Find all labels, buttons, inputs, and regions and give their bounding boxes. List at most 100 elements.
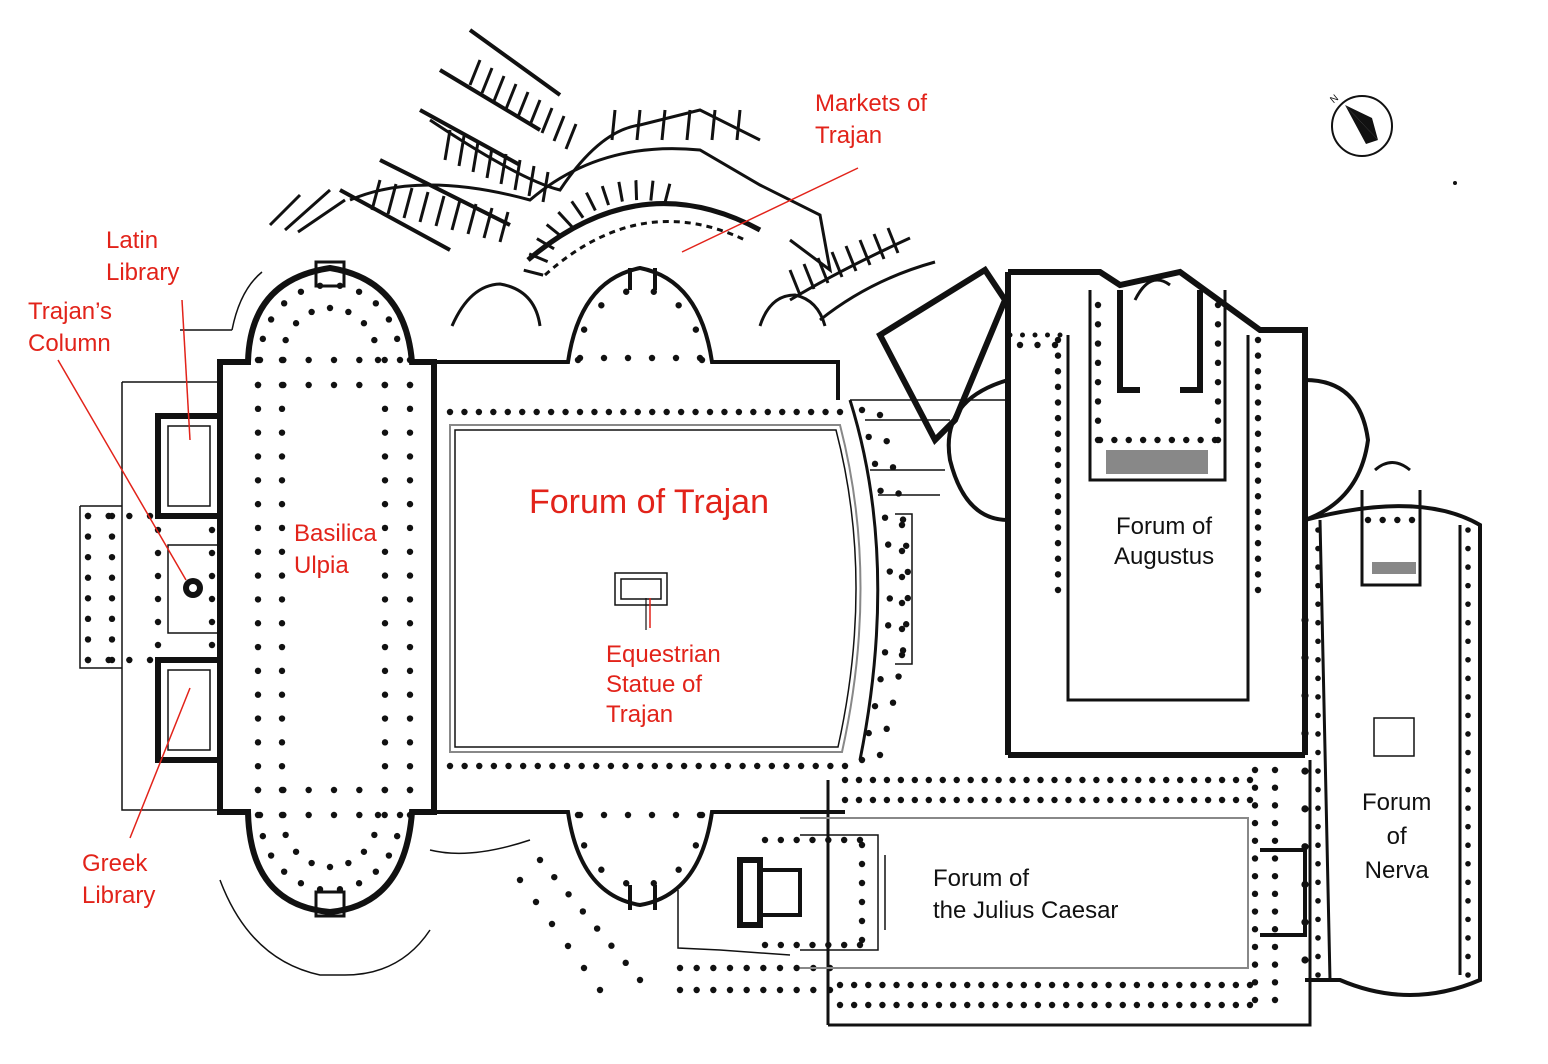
column-dot: [650, 288, 657, 295]
column-dot: [693, 986, 700, 994]
column-dot: [636, 976, 644, 984]
column-dot: [580, 326, 588, 333]
column-dot: [1232, 1001, 1240, 1009]
column-dot: [108, 533, 116, 540]
column-dot: [1315, 786, 1321, 793]
column-dot: [836, 981, 844, 989]
column-dot: [1190, 1001, 1197, 1009]
column-dot: [889, 464, 897, 471]
column-dot: [154, 618, 162, 626]
column-dot: [1232, 981, 1240, 989]
column-dot: [406, 620, 414, 627]
column-dot: [406, 381, 414, 389]
column-dot: [1315, 694, 1321, 700]
column-dot: [1094, 417, 1102, 424]
column-dot: [1133, 981, 1141, 989]
column-dot: [807, 408, 815, 416]
column-dot: [1379, 516, 1386, 524]
column-dot: [278, 477, 286, 484]
column-dot: [1094, 340, 1102, 347]
column-dot: [574, 356, 582, 364]
column-dot: [935, 981, 943, 989]
column-dot: [278, 548, 286, 555]
column-dot: [1465, 582, 1471, 589]
column-dot: [1057, 332, 1063, 338]
column-dot: [505, 762, 512, 770]
column-dot: [1465, 860, 1471, 867]
column-dot: [649, 408, 656, 416]
column-dot: [548, 920, 556, 928]
column-dot: [636, 762, 644, 770]
column-dot: [259, 335, 267, 343]
column-dot: [1204, 776, 1212, 784]
column-dot: [760, 964, 767, 972]
column-dot: [551, 873, 558, 881]
shop-wall: [635, 109, 642, 141]
column-dot: [1111, 436, 1118, 444]
shop-wall: [564, 123, 578, 150]
column-dot: [1054, 539, 1062, 547]
column-dot: [893, 981, 900, 989]
column-dot: [1006, 1001, 1013, 1009]
column-dot: [1135, 796, 1142, 804]
column-dot: [911, 776, 919, 784]
column-dot: [1218, 796, 1226, 804]
column-dot: [855, 776, 863, 784]
column-dot: [1315, 601, 1321, 607]
column-dot: [949, 981, 957, 989]
column-dot: [1135, 776, 1142, 784]
column-dot: [1315, 860, 1321, 867]
column-dot: [1020, 1001, 1027, 1009]
column-dot: [360, 848, 368, 855]
column-dot: [1105, 981, 1112, 989]
column-dot: [278, 643, 286, 651]
column-dot: [964, 981, 971, 989]
shop-wall: [545, 223, 564, 239]
column-dot: [84, 656, 92, 664]
column-dot: [1176, 1001, 1183, 1009]
column-dot: [981, 796, 988, 804]
column-dot: [810, 986, 817, 994]
column-dot: [461, 408, 468, 416]
column-dot: [374, 811, 382, 819]
label-basilica-ulpia: Basilica Ulpia: [294, 520, 377, 579]
column-dot: [1183, 436, 1190, 444]
shop-wall: [610, 109, 617, 141]
shop-wall: [617, 181, 624, 202]
column-dot: [858, 841, 866, 849]
column-dot: [1254, 524, 1262, 531]
column-dot: [1271, 784, 1279, 791]
column-dot: [516, 876, 524, 884]
column-dot: [406, 405, 414, 413]
shop-wall: [585, 191, 597, 212]
column-dot: [280, 300, 288, 307]
shop-wall: [516, 91, 530, 118]
column-dot: [84, 615, 92, 623]
column-dot: [1301, 654, 1309, 662]
column-dot: [898, 651, 906, 659]
column-dot: [1093, 776, 1100, 784]
shop-wall: [634, 180, 639, 201]
column-dot: [393, 832, 401, 840]
column-dot: [675, 302, 682, 309]
column-dot: [254, 477, 262, 484]
column-dot: [865, 981, 872, 989]
column-dot: [623, 880, 630, 887]
column-dot: [883, 796, 891, 804]
column-dot: [793, 964, 800, 972]
column-dot: [1032, 332, 1038, 338]
column-dot: [1465, 749, 1471, 756]
shop-wall: [536, 237, 555, 251]
column-dot: [381, 667, 389, 675]
column-dot: [981, 776, 988, 784]
shop-wall: [402, 187, 414, 219]
column-dot: [1271, 890, 1279, 898]
column-dot: [967, 776, 974, 784]
column-dot: [371, 831, 378, 839]
column-dot: [105, 512, 112, 520]
column-dot: [1147, 1001, 1155, 1009]
column-dot: [1315, 805, 1321, 811]
column-dot: [935, 1001, 943, 1009]
column-dot: [84, 574, 92, 581]
column-dot: [406, 548, 414, 555]
